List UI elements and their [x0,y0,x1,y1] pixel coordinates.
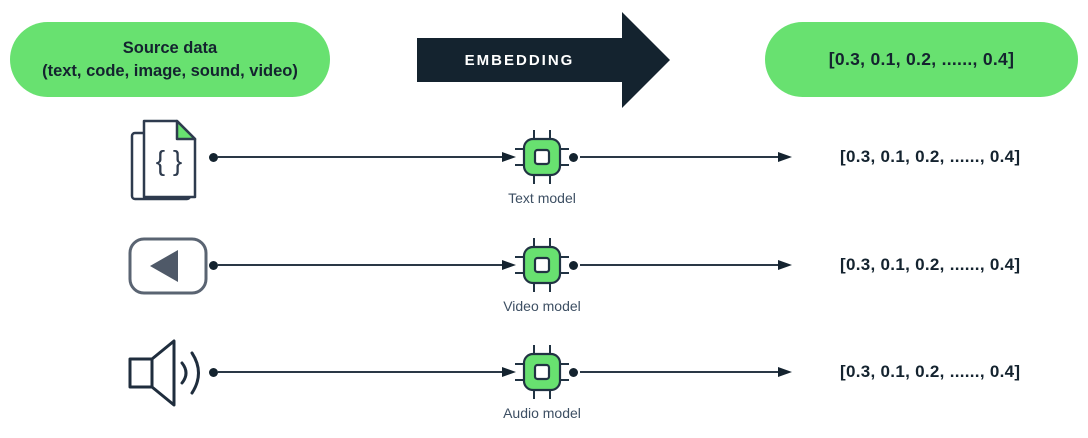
output-vector-text: [0.3, 0.1, 0.2, ......, 0.4] [828,49,1015,69]
curly-braces-glyph: { } [156,145,182,176]
arrowhead-icon [778,366,792,377]
text-model-vector: [0.3, 0.1, 0.2, ......, 0.4] [840,147,1021,166]
video-model-vector: [0.3, 0.1, 0.2, ......, 0.4] [840,255,1021,274]
text-model-label: Text model [508,190,576,206]
chip-icon [515,130,569,184]
arrowhead-icon [502,366,516,377]
arrowhead-icon [778,259,792,270]
connector-dot [209,260,218,270]
audio-speaker-icon [128,339,200,407]
audio-model-vector: [0.3, 0.1, 0.2, ......, 0.4] [840,362,1021,381]
source-pill-line2: (text, code, image, sound, video) [42,61,298,80]
arrowhead-icon [502,259,516,270]
source-data-pill: Source data (text, code, image, sound, v… [10,22,330,97]
connector-line [218,264,504,266]
connector-dot [209,367,218,377]
audio-model-label: Audio model [503,405,581,421]
connector-dot [569,152,578,162]
connector-dot [569,260,578,270]
arrowhead-icon [778,151,792,162]
video-player-icon [128,237,208,295]
embedding-arrow: EMBEDDING [417,12,670,108]
embedding-arrow-body: EMBEDDING [417,38,622,82]
embedding-arrow-head-icon [622,12,670,108]
embedding-arrow-label: EMBEDDING [464,51,575,69]
connector-dot [569,367,578,377]
output-vector-pill: [0.3, 0.1, 0.2, ......, 0.4] [765,22,1078,97]
connector-line [218,156,504,158]
chip-icon [515,238,569,292]
connector-line [580,264,778,266]
connector-dot [209,152,218,162]
video-model-label: Video model [503,298,581,314]
connector-line [580,371,778,373]
connector-line [580,156,778,158]
chip-icon [515,345,569,399]
source-pill-line1: Source data [122,39,218,58]
arrowhead-icon [502,151,516,162]
code-document-icon: { } [130,119,197,201]
connector-line [218,371,504,373]
